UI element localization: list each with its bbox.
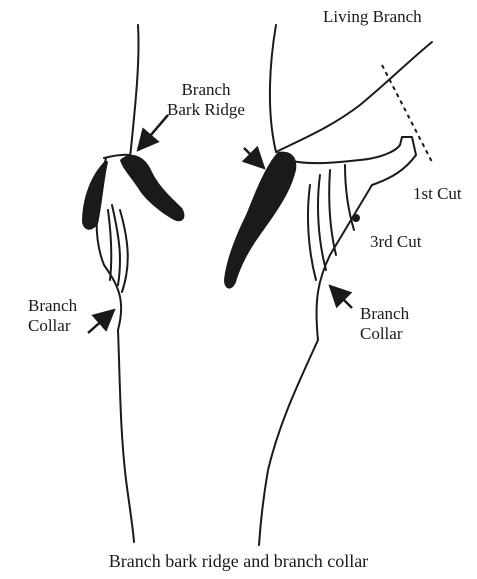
right-bark-ridge — [224, 152, 296, 289]
label-branch-collar-left: Branch Collar — [28, 296, 77, 336]
third-cut-point — [352, 214, 360, 222]
left-bark-ridge-back — [120, 155, 184, 221]
right-branch-bottom-edge — [288, 145, 400, 163]
right-collar-line-4 — [345, 165, 354, 230]
left-collar-line-3 — [108, 210, 111, 280]
right-collar-line-3 — [329, 170, 336, 255]
arrow-bark-ridge-left — [138, 115, 168, 150]
label-branch-collar-right-line1: Branch — [360, 304, 409, 324]
label-branch-collar-left-line1: Branch — [28, 296, 77, 316]
left-bark-ridge-front — [82, 160, 108, 230]
right-collar-line-1 — [318, 175, 326, 270]
label-branch-bark-ridge: Branch Bark Ridge — [150, 80, 262, 120]
first-cut-notch — [400, 137, 416, 155]
right-branch-top-edge — [276, 42, 432, 152]
right-trunk-upper — [270, 25, 276, 152]
left-trunk-upper — [130, 25, 139, 158]
label-branch-bark-ridge-line2: Bark Ridge — [150, 100, 262, 120]
cut-dashed-line — [382, 65, 432, 162]
right-trunk-lower-edge — [259, 185, 372, 545]
left-collar-line-1 — [112, 205, 120, 285]
label-third-cut: 3rd Cut — [370, 232, 421, 252]
arrow-collar-left — [88, 310, 114, 333]
branch-right-end — [372, 155, 416, 185]
right-collar-line-2 — [308, 185, 316, 280]
label-branch-collar-right: Branch Collar — [360, 304, 409, 344]
label-living-branch: Living Branch — [323, 7, 422, 27]
arrow-collar-right — [330, 286, 352, 308]
arrow-bark-ridge-right — [244, 148, 264, 168]
left-collar-line-2 — [120, 210, 128, 292]
label-branch-collar-right-line2: Collar — [360, 324, 409, 344]
label-branch-bark-ridge-line1: Branch — [150, 80, 262, 100]
label-first-cut: 1st Cut — [413, 184, 462, 204]
label-branch-collar-left-line2: Collar — [28, 316, 77, 336]
diagram-caption: Branch bark ridge and branch collar — [0, 551, 477, 572]
